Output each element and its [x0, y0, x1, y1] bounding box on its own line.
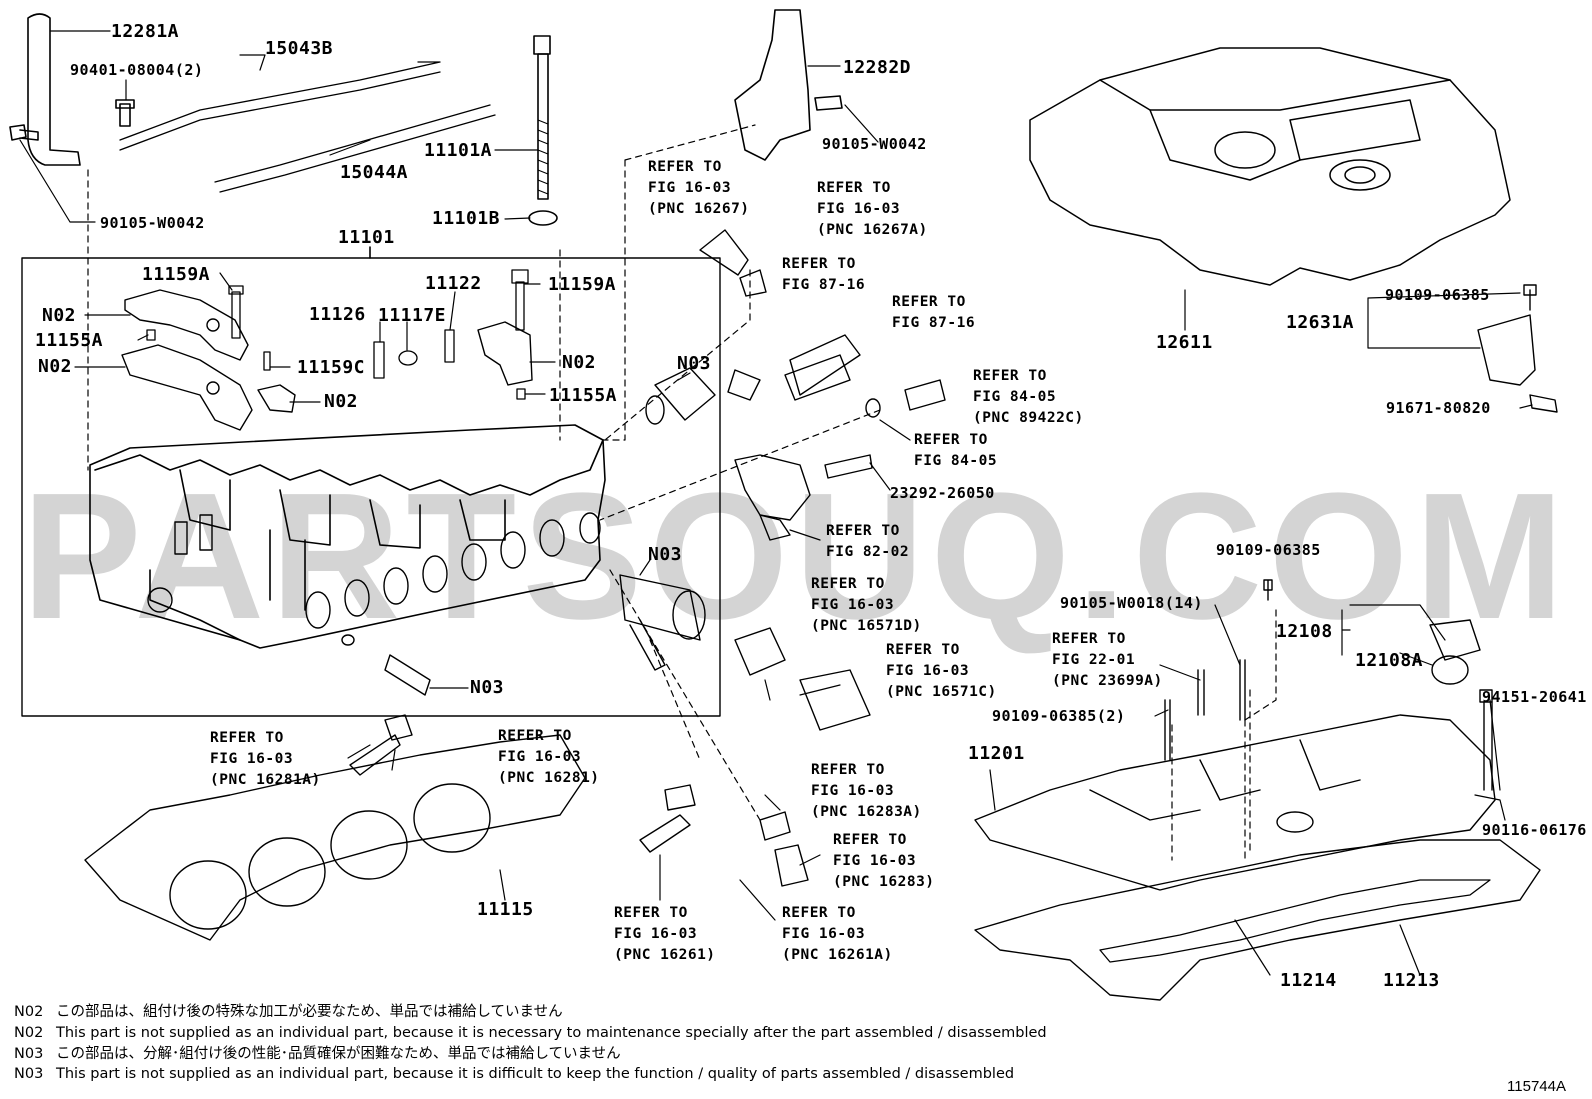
- label-11159C: 11159C: [297, 357, 366, 378]
- bracket-12631a: [1477, 284, 1558, 413]
- label-94151-20641: 94151-20641: [1482, 688, 1587, 706]
- label-11159A-right: 11159A: [548, 274, 617, 295]
- refer-16571D: REFER TO FIG 16-03 (PNC 16571D): [811, 576, 922, 634]
- wire-harness-15043b: [119, 61, 441, 151]
- wire-harness-15044a: [214, 104, 496, 193]
- refer-87-16-b: REFER TO FIG 87-16: [892, 294, 976, 331]
- label-11213: 11213: [1383, 970, 1440, 991]
- label-11101B: 11101B: [432, 208, 501, 229]
- refer-89422C: REFER TO FIG 84-05 (PNC 89422C): [973, 368, 1084, 426]
- label-90109-06385-b: 90109-06385: [1216, 541, 1321, 559]
- cylinder-head-drawing: [89, 424, 606, 649]
- label-11214: 11214: [1280, 970, 1337, 991]
- label-11155A-right: 11155A: [549, 385, 618, 406]
- refer-16281A: REFER TO FIG 16-03 (PNC 16281A): [210, 730, 321, 788]
- plug-gasket-11214: [1099, 879, 1491, 963]
- leader-lines: [19, 30, 1533, 976]
- head-gasket-drawing: [84, 734, 586, 941]
- label-N02-d: N02: [324, 391, 359, 412]
- label-23292-26050: 23292-26050: [890, 484, 995, 502]
- footnote-4: N03 This part is not supplied as an indiv…: [14, 1066, 1014, 1083]
- water-pipes: [349, 229, 871, 887]
- footnote-code: N02: [14, 1004, 44, 1020]
- cylinder-head-cover-drawing: [974, 579, 1496, 891]
- footnote-2: N02 This part is not supplied as an indiv…: [14, 1025, 1047, 1042]
- label-90109-06385-c: 90109-06385(2): [992, 707, 1126, 725]
- refer-84-05: REFER TO FIG 84-05: [914, 432, 998, 469]
- label-N03-a: N03: [677, 353, 712, 374]
- dashed-assembly-lines: [87, 124, 1277, 861]
- label-11126: 11126: [309, 304, 366, 325]
- refer-16571C: REFER TO FIG 16-03 (PNC 16571C): [886, 642, 997, 700]
- label-91671-80820: 91671-80820: [1386, 399, 1491, 417]
- label-90105-W0018: 90105-W0018(14): [1060, 594, 1203, 612]
- label-11115: 11115: [477, 899, 534, 920]
- label-11101A: 11101A: [424, 140, 493, 161]
- refer-16261A: REFER TO FIG 16-03 (PNC 16261A): [782, 905, 893, 963]
- refer-16267A: REFER TO FIG 16-03 (PNC 16267A): [817, 180, 928, 238]
- footnote-text: This part is not supplied as an individu…: [56, 1025, 1047, 1041]
- refer-87-16-a: REFER TO FIG 87-16: [782, 256, 866, 293]
- refer-16281: REFER TO FIG 16-03 (PNC 16281): [498, 728, 600, 786]
- footnote-text: この部品は、分解･組付け後の性能･品質確保が困難なため、単品では補給していません: [56, 1046, 621, 1062]
- refer-16267: REFER TO FIG 16-03 (PNC 16267): [648, 159, 750, 217]
- head-bolt-drawing: [528, 35, 558, 226]
- label-11155A-left: 11155A: [35, 330, 104, 351]
- engine-cover-drawing: [1029, 47, 1511, 286]
- camshaft-bearing-caps: [121, 289, 533, 431]
- label-11122: 11122: [425, 273, 482, 294]
- small-fasteners: [146, 269, 529, 400]
- label-12282D: 12282D: [843, 57, 912, 78]
- label-11201: 11201: [968, 743, 1025, 764]
- refer-23699A: REFER TO FIG 22-01 (PNC 23699A): [1052, 631, 1163, 689]
- refer-16283: REFER TO FIG 16-03 (PNC 16283): [833, 832, 935, 890]
- label-12108A: 12108A: [1355, 650, 1424, 671]
- engine-hanger-right: [734, 9, 811, 161]
- label-11101: 11101: [338, 227, 395, 248]
- label-12611: 12611: [1156, 332, 1213, 353]
- footnote-code: N02: [14, 1025, 44, 1041]
- label-12631A: 12631A: [1286, 312, 1355, 333]
- label-90116-06176: 90116-06176: [1482, 821, 1587, 839]
- label-N02-a: N02: [42, 305, 77, 326]
- cylinder-head-group-box: [21, 257, 721, 717]
- footnote-code: N03: [14, 1046, 44, 1062]
- footnote-text: This part is not supplied as an individu…: [56, 1066, 1015, 1082]
- bolt-90401: [115, 99, 135, 127]
- label-12108: 12108: [1276, 621, 1333, 642]
- label-12281A: 12281A: [111, 21, 180, 42]
- footnote-3: N03 この部品は、分解･組付け後の性能･品質確保が困難なため、単品では補給してい…: [14, 1046, 621, 1063]
- diagram-id: 115744A: [1507, 1078, 1566, 1095]
- label-15043B: 15043B: [265, 38, 334, 59]
- footnote-code: N03: [14, 1066, 44, 1082]
- label-90105-W0042-left: 90105-W0042: [100, 214, 205, 232]
- label-N03-b: N03: [648, 544, 683, 565]
- label-11117E: 11117E: [378, 305, 447, 326]
- bolt-left: [9, 124, 39, 141]
- label-N02-b: N02: [38, 356, 73, 377]
- footnote-text: この部品は、組付け後の特殊な加工が必要なため、単品では補給していません: [56, 1004, 563, 1020]
- refer-16261: REFER TO FIG 16-03 (PNC 16261): [614, 905, 716, 963]
- refer-16283A: REFER TO FIG 16-03 (PNC 16283A): [811, 762, 922, 820]
- label-N03-c: N03: [470, 677, 505, 698]
- cover-gasket-11213: [974, 839, 1541, 1001]
- label-N02-c: N02: [562, 352, 597, 373]
- label-90401-08004: 90401-08004(2): [70, 61, 204, 79]
- label-15044A: 15044A: [340, 162, 409, 183]
- label-90105-W0042-mid: 90105-W0042: [822, 135, 927, 153]
- bolt-90105-mid: [814, 95, 843, 111]
- refer-82-02: REFER TO FIG 82-02: [826, 523, 910, 560]
- label-90109-06385-a: 90109-06385: [1385, 286, 1490, 304]
- sensor-and-studs: [734, 379, 946, 541]
- label-11159A-left: 11159A: [142, 264, 211, 285]
- footnote-1: N02 この部品は、組付け後の特殊な加工が必要なため、単品では補給していません: [14, 1004, 563, 1021]
- engine-hanger-left: [27, 13, 81, 166]
